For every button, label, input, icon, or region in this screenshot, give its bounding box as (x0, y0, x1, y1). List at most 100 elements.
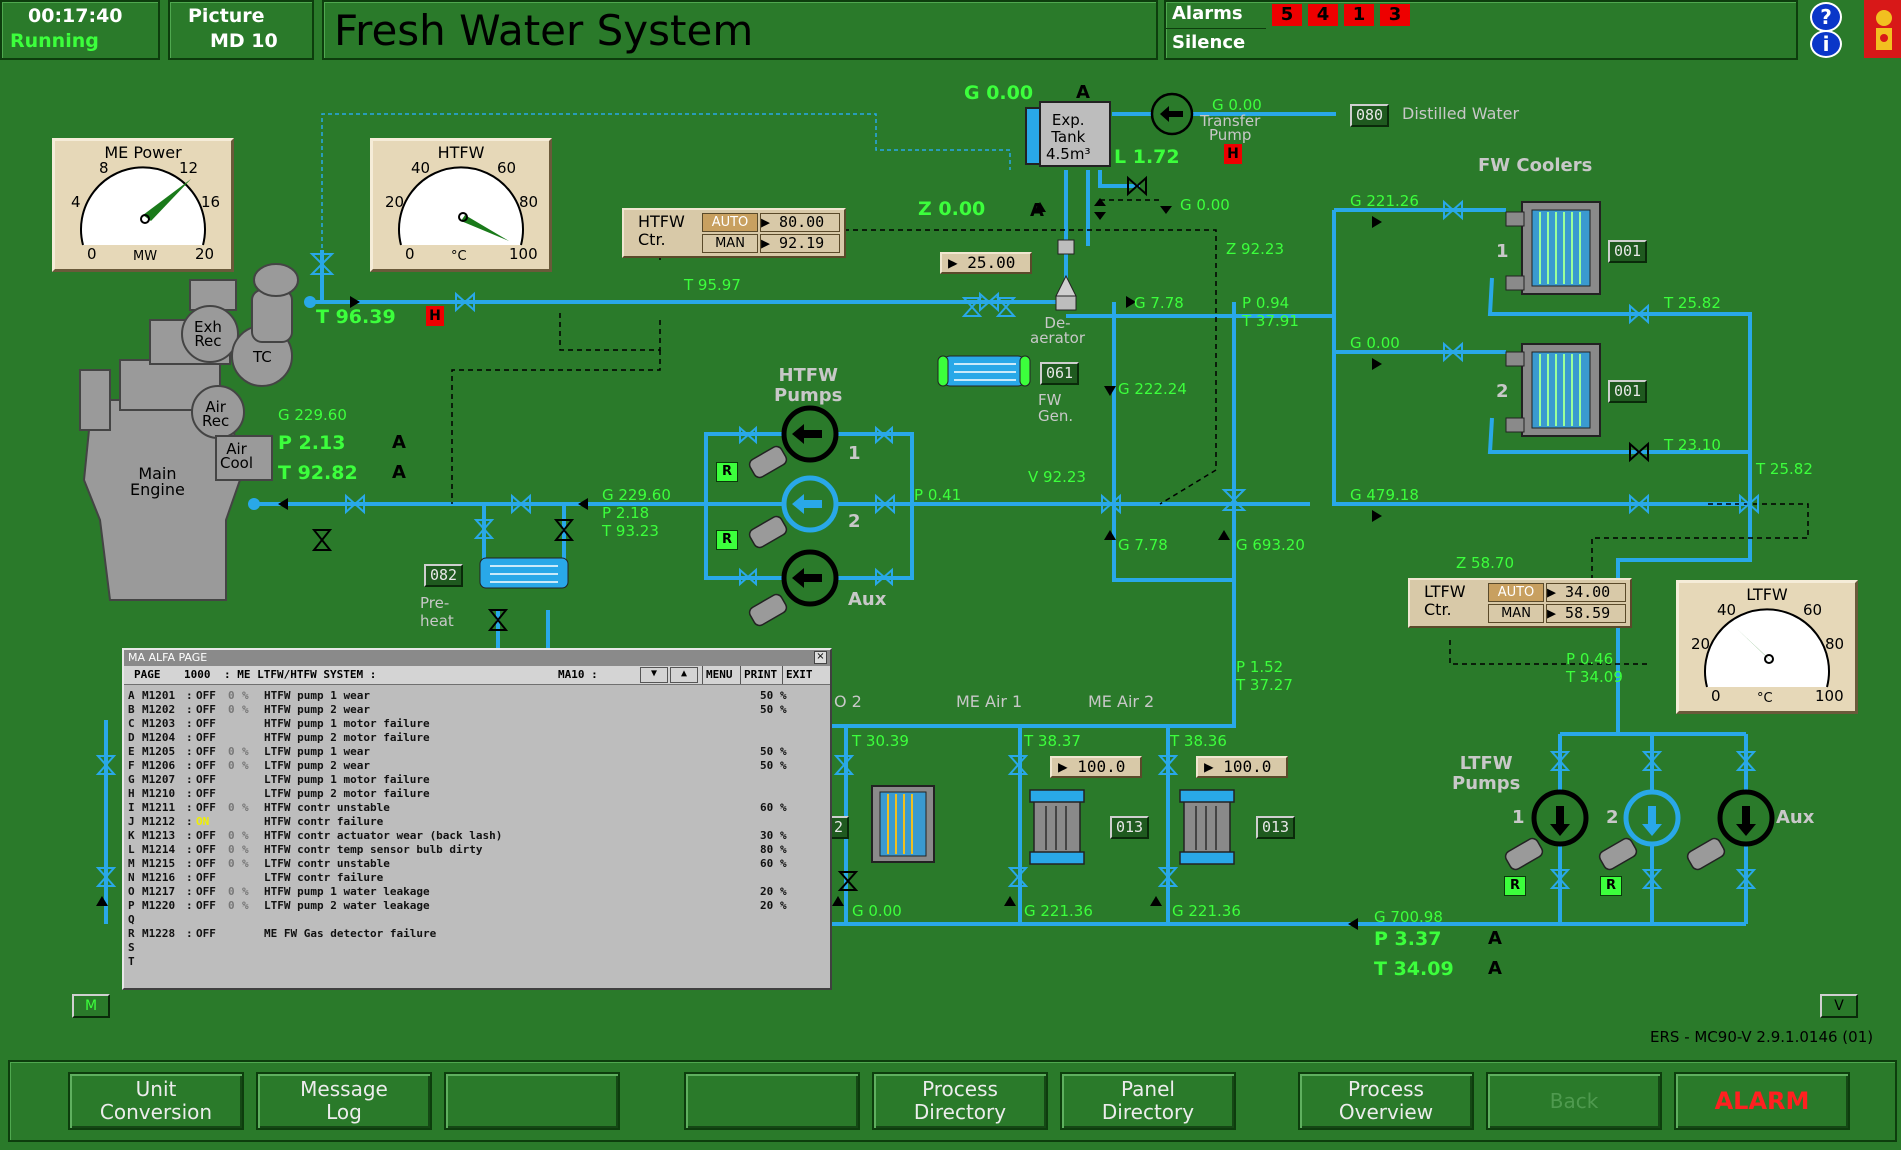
htfw-output[interactable]: ▶ 92.19 (760, 234, 840, 253)
alfa-row-key: S (128, 941, 135, 954)
reading-t-37-91: T 37.91 (1242, 312, 1299, 330)
tag-061[interactable]: 061 (1040, 362, 1080, 385)
tag-001-a[interactable]: 001 (1608, 240, 1648, 263)
empty-button-1[interactable] (444, 1072, 620, 1130)
alfa-row-tag: M1201 (142, 689, 176, 702)
alfa-row-unit: % (242, 885, 249, 898)
alfa-row-limit-unit: % (780, 689, 787, 702)
alfa-row-desc: HTFW pump 2 motor failure (264, 731, 430, 744)
alfa-row-state: ON (196, 815, 210, 828)
htfw-auto-button[interactable]: AUTO (702, 213, 758, 232)
empty-button-2[interactable] (684, 1072, 860, 1130)
alfa-page-window[interactable]: MA ALFA PAGE × PAGE 1000 : ME LTFW/HTFW … (122, 648, 832, 990)
alfa-row-tag: M1216 (142, 871, 176, 884)
ltfw-auto-button[interactable]: AUTO (1488, 583, 1544, 602)
panel-directory-button[interactable]: Panel Directory (1060, 1072, 1236, 1130)
reading-t-37-27: T 37.27 (1236, 676, 1293, 694)
alfa-row-desc: HTFW contr failure (264, 815, 384, 828)
alfa-scroll-up-icon[interactable]: ▲ (670, 667, 698, 683)
alfa-row[interactable]: S (124, 941, 830, 955)
alfa-row-key: T (128, 955, 135, 968)
ltfw-man-button[interactable]: MAN (1488, 604, 1544, 623)
ht-pump-2-running-indicator[interactable]: R (716, 530, 738, 550)
alfa-row-limit: 60 (760, 801, 774, 814)
alfa-print-button[interactable]: PRINT (740, 666, 777, 684)
alfa-row-colon: : (186, 857, 193, 870)
message-log-button[interactable]: Message Log (256, 1072, 432, 1130)
process-overview-button[interactable]: Process Overview (1298, 1072, 1474, 1130)
alfa-menu-button[interactable]: MENU (702, 666, 733, 684)
alfa-row-tag: M1215 (142, 857, 176, 870)
me-air1-setpoint[interactable]: ▶ 100.0 (1050, 756, 1142, 778)
alarms-label[interactable]: Alarms (1172, 3, 1243, 24)
me-tick-16: 16 (201, 193, 221, 211)
alfa-window-titlebar[interactable]: MA ALFA PAGE × (124, 650, 830, 666)
tag-013-a[interactable]: 013 (1110, 816, 1150, 839)
tag-082[interactable]: 082 (424, 564, 464, 587)
tag-2[interactable]: 2 (828, 816, 850, 839)
ltfw-output[interactable]: ▶ 58.59 (1546, 604, 1626, 623)
reading-t-30-39: T 30.39 (852, 732, 909, 750)
picture-panel (168, 0, 314, 60)
alarm-button[interactable]: ALARM (1674, 1072, 1850, 1130)
alfa-row-value: 0 (228, 899, 235, 912)
m-button[interactable]: M (72, 994, 110, 1018)
me-air2-setpoint[interactable]: ▶ 100.0 (1196, 756, 1288, 778)
ltfw-controller[interactable]: LTFW Ctr. AUTO MAN ▶ 34.00 ▶ 58.59 (1408, 578, 1632, 628)
ht-pump-1-running-indicator[interactable]: R (716, 462, 738, 482)
v-button[interactable]: V (1820, 994, 1858, 1018)
alfa-row[interactable]: Q (124, 913, 830, 927)
info-icon[interactable]: i (1810, 30, 1842, 58)
run-status: Running (10, 30, 99, 52)
o2-label: O 2 (834, 692, 862, 711)
lt-pump-1-running-indicator[interactable]: R (1504, 876, 1526, 896)
alfa-scroll-down-icon[interactable]: ▼ (640, 667, 668, 683)
fw-gen-label: FW Gen. (1038, 391, 1074, 425)
process-directory-button[interactable]: Process Directory (872, 1072, 1048, 1130)
help-icon[interactable]: ? (1810, 2, 1842, 32)
ltfw-tick-60: 60 (1803, 601, 1823, 619)
alfa-exit-button[interactable]: EXIT (782, 666, 813, 684)
tag-013-b[interactable]: 013 (1256, 816, 1296, 839)
alfa-row-tag: M1228 (142, 927, 176, 940)
alfa-row-key: O (128, 885, 135, 898)
deaerator-setpoint[interactable]: ▶ 25.00 (940, 252, 1032, 274)
unit-conversion-button[interactable]: Unit Conversion (68, 1072, 244, 1130)
tag-080[interactable]: 080 (1350, 104, 1390, 127)
alfa-row-tag: M1203 (142, 717, 176, 730)
alfa-row-limit-unit: % (780, 801, 787, 814)
htfw-setpoint[interactable]: ▶ 80.00 (760, 213, 840, 232)
alarm-count-4: 3 (1380, 4, 1410, 26)
back-button[interactable]: Back (1486, 1072, 1662, 1130)
me-tick-20: 20 (195, 245, 215, 263)
htfw-controller[interactable]: HTFW Ctr. AUTO MAN ▶ 80.00 ▶ 92.19 (622, 208, 846, 258)
lt-pump-2-running-indicator[interactable]: R (1600, 876, 1622, 896)
reading-t-25-82-a: T 25.82 (1664, 294, 1721, 312)
alfa-row[interactable]: T (124, 955, 830, 969)
alfa-close-icon[interactable]: × (814, 651, 827, 664)
htfw-man-button[interactable]: MAN (702, 234, 758, 253)
tag-001-b[interactable]: 001 (1608, 380, 1648, 403)
alfa-row-limit: 20 (760, 885, 774, 898)
ltfw-setpoint[interactable]: ▶ 34.00 (1546, 583, 1626, 602)
silence-label[interactable]: Silence (1172, 32, 1246, 53)
tc-label: TC (253, 348, 272, 366)
alfa-row-desc: HTFW pump 2 wear (264, 703, 370, 716)
